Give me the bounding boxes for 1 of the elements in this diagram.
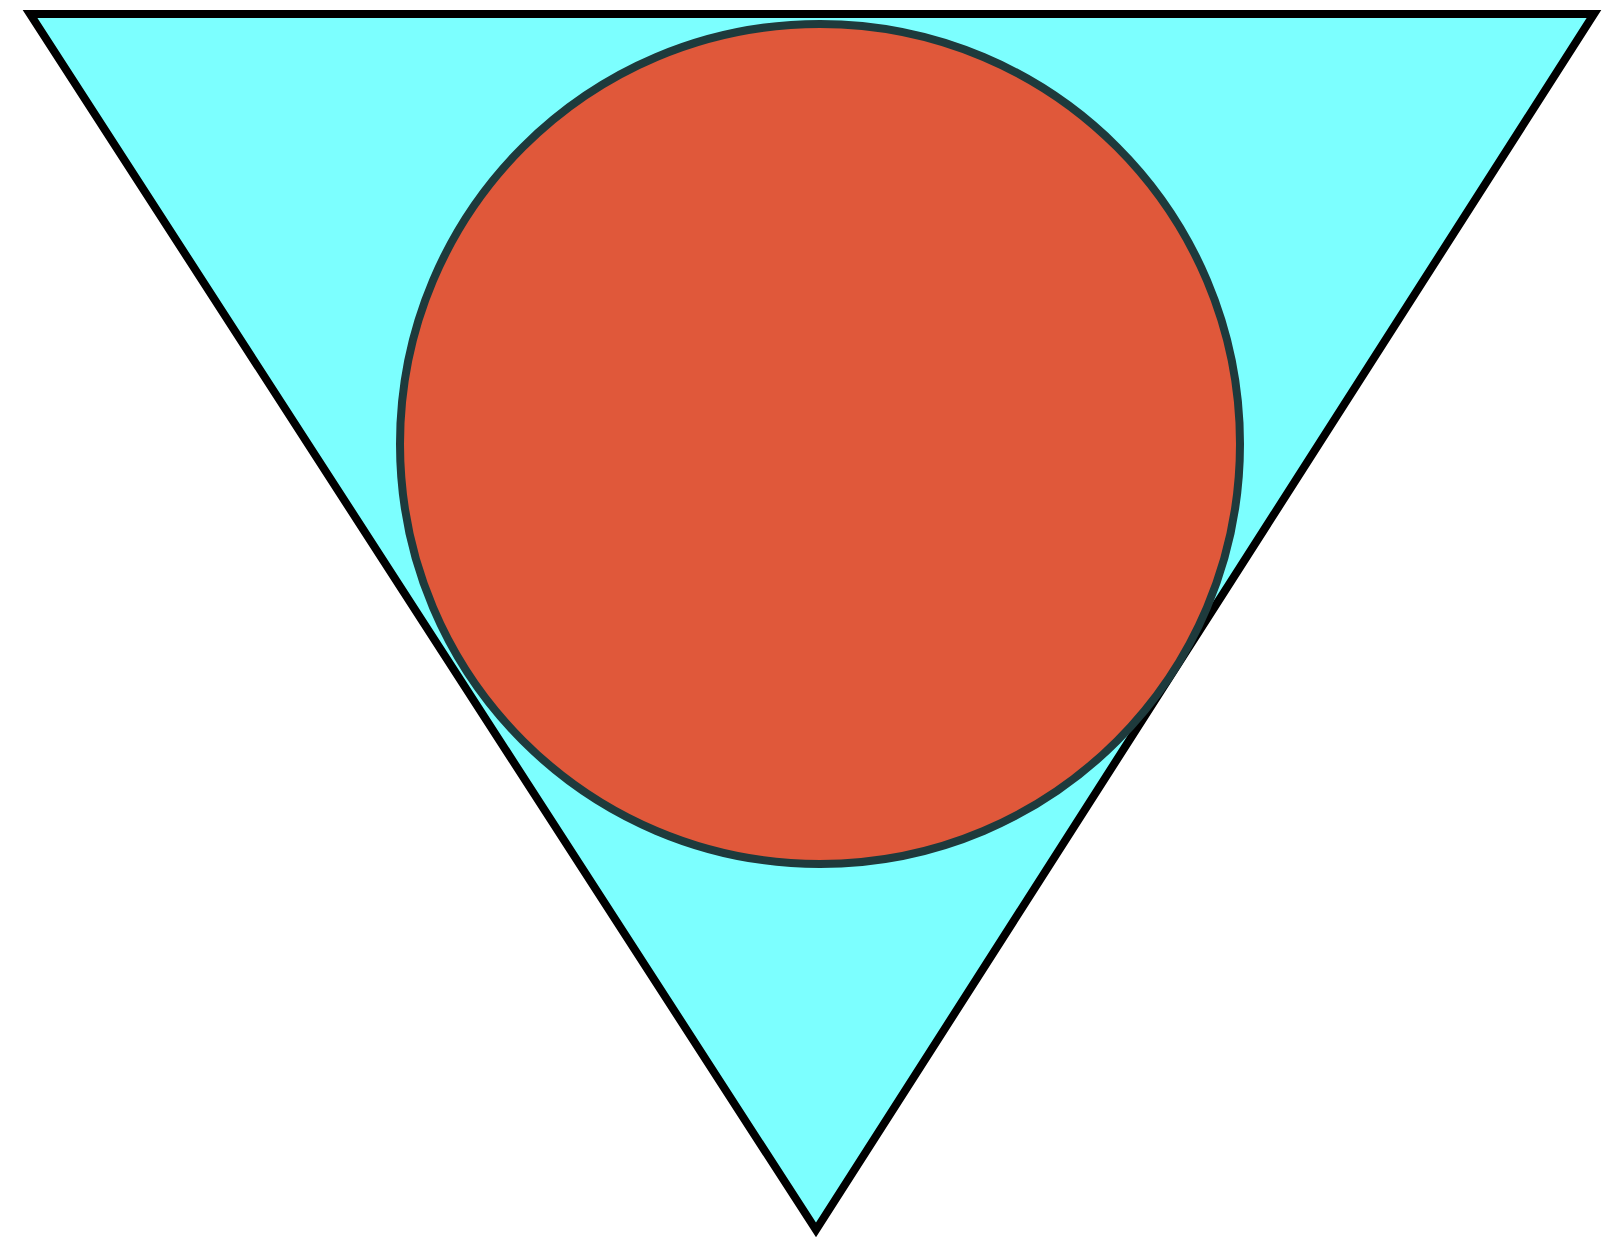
circle-shape <box>396 20 1244 868</box>
